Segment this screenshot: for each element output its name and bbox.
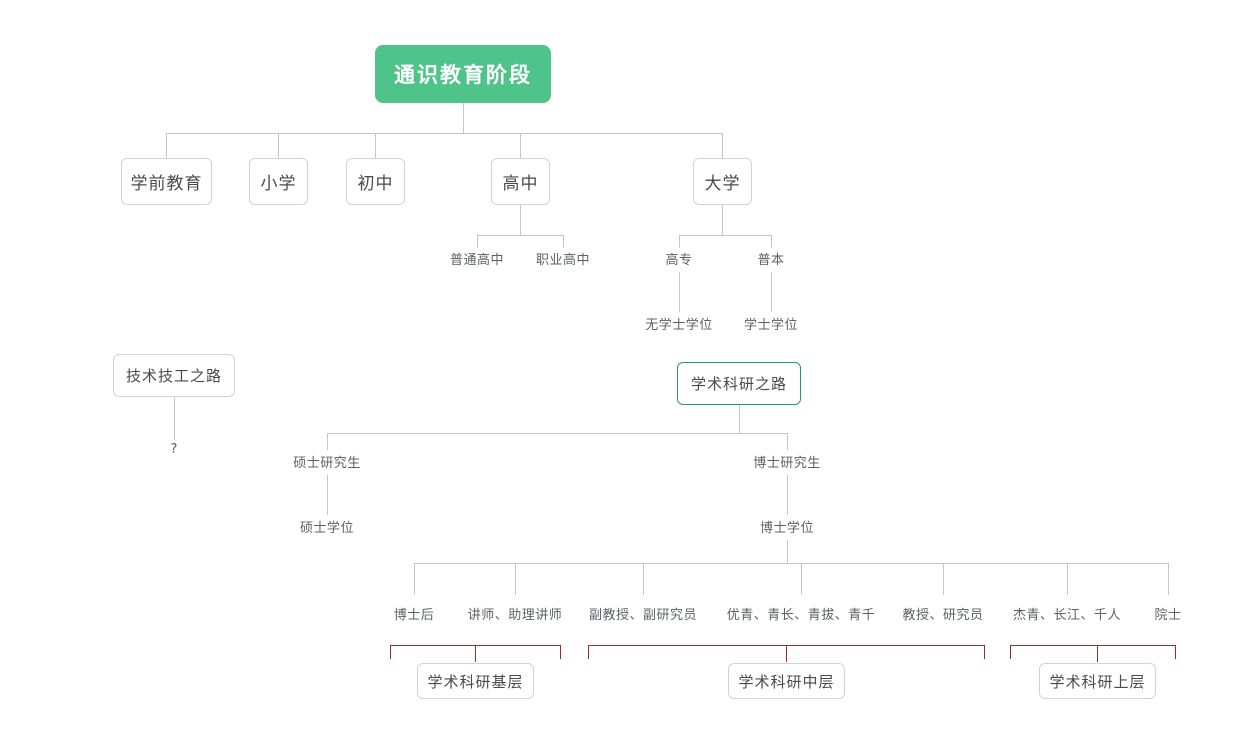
node-senior-high[interactable]: 高中 xyxy=(491,158,550,205)
label-doctor-degree: 博士学位 xyxy=(759,521,815,536)
node-university[interactable]: 大学 xyxy=(693,158,752,205)
node-technical-path[interactable]: 技术技工之路 xyxy=(113,354,235,397)
label-academic-high-school: 普通高中 xyxy=(449,253,505,268)
connector-university-stem xyxy=(722,205,723,235)
label-career-postdoc: 博士后 xyxy=(393,608,435,623)
label-career-professor: 教授、研究员 xyxy=(902,608,984,623)
node-primary-school[interactable]: 小学 xyxy=(249,158,308,205)
connector-drop-phd xyxy=(787,433,788,450)
connector-drop-high xyxy=(520,133,521,158)
label-career-associate-professor: 副教授、副研究员 xyxy=(588,608,698,623)
connector-drop-preschool xyxy=(166,133,167,158)
bracket-middle-tier-right xyxy=(984,645,985,659)
connector-no-bachelor-stem xyxy=(679,272,680,312)
connector-drop-academician xyxy=(1168,563,1169,595)
connector-university-bus xyxy=(679,235,771,236)
connector-high-stem xyxy=(520,205,521,235)
label-regular-undergrad: 普本 xyxy=(757,253,785,268)
connector-drop-university xyxy=(722,133,723,158)
bracket-base-tier-left xyxy=(390,645,391,659)
bracket-upper-tier-right xyxy=(1175,645,1176,659)
connector-bachelor-stem xyxy=(771,272,772,312)
node-tier-upper[interactable]: 学术科研上层 xyxy=(1039,663,1156,699)
connector-drop-professor xyxy=(943,563,944,595)
node-academic-research-path[interactable]: 学术科研之路 xyxy=(677,362,801,405)
connector-drop-academic-high xyxy=(477,235,478,248)
connector-academic-stem xyxy=(739,405,740,433)
node-tier-base[interactable]: 学术科研基层 xyxy=(417,663,534,699)
label-vocational-high-school: 职业高中 xyxy=(535,253,591,268)
bracket-upper-tier-left xyxy=(1010,645,1011,659)
bracket-base-tier-stem xyxy=(475,645,476,662)
connector-drop-postdoc xyxy=(414,563,415,595)
label-unknown-marker: ? xyxy=(170,442,178,457)
bracket-middle-tier-left xyxy=(588,645,589,659)
connector-drop-vocational-high xyxy=(563,235,564,248)
connector-drop-young-talent xyxy=(801,563,802,595)
label-career-academician: 院士 xyxy=(1154,608,1182,623)
connector-grad-bus xyxy=(327,433,788,434)
connector-root-stem xyxy=(463,103,464,133)
label-bachelor-degree: 学士学位 xyxy=(743,318,799,333)
root-node-general-education[interactable]: 通识教育阶段 xyxy=(375,45,551,103)
connector-career-bus xyxy=(414,563,1168,564)
connector-master-degree-stem xyxy=(327,475,328,515)
label-phd-student: 博士研究生 xyxy=(753,456,821,471)
label-career-young-talent-programs: 优青、青长、青拔、青千 xyxy=(726,608,876,623)
connector-stage-bus xyxy=(166,133,723,134)
label-master-degree: 硕士学位 xyxy=(299,521,355,536)
bracket-upper-tier-stem xyxy=(1097,645,1098,662)
connector-drop-vocational-college xyxy=(679,235,680,248)
connector-high-bus xyxy=(477,235,563,236)
connector-drop-assoc-prof xyxy=(643,563,644,595)
connector-drop-primary xyxy=(278,133,279,158)
label-career-lecturer: 讲师、助理讲师 xyxy=(467,608,563,623)
bracket-middle-tier-stem xyxy=(786,645,787,662)
node-junior-high[interactable]: 初中 xyxy=(346,158,405,205)
node-preschool[interactable]: 学前教育 xyxy=(121,158,212,205)
connector-drop-bachelor-track xyxy=(771,235,772,248)
label-vocational-college: 高专 xyxy=(665,253,693,268)
bracket-base-tier-right xyxy=(560,645,561,659)
label-master-student: 硕士研究生 xyxy=(293,456,361,471)
label-career-senior-talent-programs: 杰青、长江、千人 xyxy=(1012,608,1122,623)
connector-drop-senior-talent xyxy=(1067,563,1068,595)
connector-technical-stem xyxy=(174,397,175,440)
connector-drop-lecturer xyxy=(515,563,516,595)
connector-drop-master xyxy=(327,433,328,450)
node-tier-middle[interactable]: 学术科研中层 xyxy=(728,663,845,699)
connector-drop-middle xyxy=(375,133,376,158)
connector-phd-degree-stem xyxy=(787,475,788,515)
connector-career-stem xyxy=(787,540,788,563)
bracket-upper-tier-top xyxy=(1010,645,1175,646)
label-no-bachelor-degree: 无学士学位 xyxy=(645,318,713,333)
